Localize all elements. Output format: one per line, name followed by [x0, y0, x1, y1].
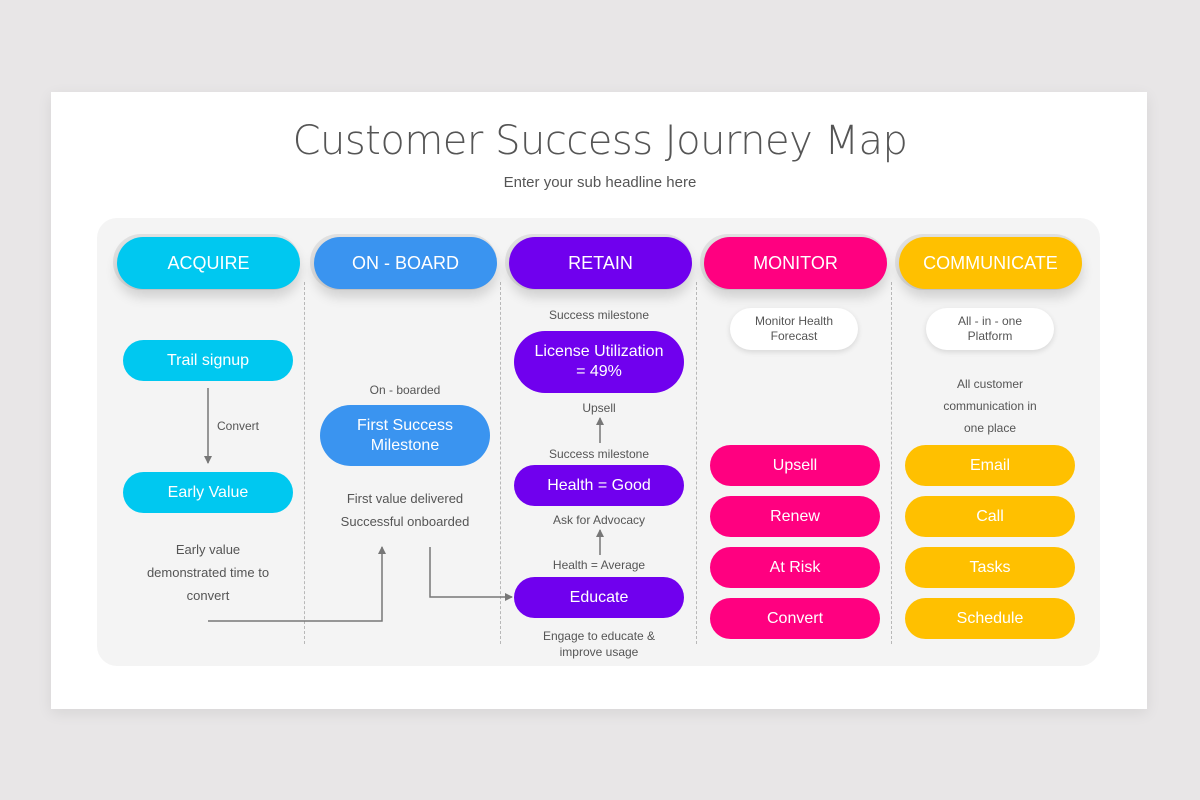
- upsell-label: Upsell: [582, 401, 616, 415]
- stage-header-onboard[interactable]: ON - BOARD: [314, 237, 497, 289]
- column-divider: [696, 282, 697, 644]
- stage-label: COMMUNICATE: [923, 252, 1058, 273]
- tag-line: Platform: [967, 329, 1013, 343]
- communicate-action-tasks[interactable]: Tasks: [905, 547, 1075, 588]
- trail-signup-node[interactable]: Trail signup: [123, 340, 293, 381]
- stage-header-acquire[interactable]: ACQUIRE: [117, 237, 300, 289]
- onboard-description: First value delivered Successful onboard…: [310, 487, 500, 533]
- convert-label: Convert: [216, 419, 260, 433]
- arrow-early-value-to-milestone: [208, 546, 386, 622]
- early-value-node[interactable]: Early Value: [123, 472, 293, 513]
- node-line: License Utilization: [534, 343, 664, 360]
- description-line: one place: [963, 421, 1017, 435]
- stage-header-communicate[interactable]: COMMUNICATE: [899, 237, 1082, 289]
- educate-description: Engage to educate & improve usage: [509, 628, 689, 660]
- tag-line: Forecast: [770, 329, 818, 343]
- description-line: Early value: [175, 542, 241, 557]
- description-line: communication in: [943, 399, 1037, 413]
- stage-label: ON - BOARD: [351, 252, 459, 273]
- column-divider: [500, 282, 501, 644]
- communicate-action-email[interactable]: Email: [905, 445, 1075, 486]
- column-divider: [304, 282, 305, 644]
- communicate-description: All customer communication in one place: [905, 373, 1075, 439]
- educate-node[interactable]: Educate: [514, 577, 684, 618]
- description-line: improve usage: [559, 645, 639, 659]
- monitor-health-forecast-tag: Monitor Health Forecast: [730, 308, 858, 350]
- early-value-description: Early value demonstrated time to convert: [118, 538, 298, 607]
- first-success-milestone-node[interactable]: First Success Milestone: [320, 405, 490, 466]
- success-milestone-label: Success milestone: [548, 447, 650, 461]
- tag-line: Monitor Health: [754, 314, 834, 328]
- description-line: Successful onboarded: [340, 514, 470, 529]
- description-line: All customer: [956, 377, 1024, 391]
- monitor-action-convert[interactable]: Convert: [710, 598, 880, 639]
- node-line: Milestone: [370, 436, 440, 454]
- onboarded-label: On - boarded: [369, 383, 441, 397]
- node-line: First Success: [356, 416, 453, 434]
- health-good-node[interactable]: Health = Good: [514, 465, 684, 506]
- all-in-one-platform-tag: All - in - one Platform: [926, 308, 1054, 350]
- monitor-action-renew[interactable]: Renew: [710, 496, 880, 537]
- description-line: demonstrated time to: [146, 565, 270, 580]
- ask-for-advocacy-label: Ask for Advocacy: [552, 513, 646, 527]
- monitor-action-at-risk[interactable]: At Risk: [710, 547, 880, 588]
- page-title: Customer Success Journey Map: [292, 118, 908, 164]
- tag-line: All - in - one: [957, 314, 1023, 328]
- license-utilization-node[interactable]: License Utilization = 49%: [514, 331, 684, 393]
- success-milestone-label: Success milestone: [548, 308, 650, 322]
- stage-label: MONITOR: [753, 252, 838, 273]
- description-line: Engage to educate &: [542, 629, 656, 643]
- node-line: = 49%: [576, 363, 622, 380]
- column-divider: [891, 282, 892, 644]
- health-average-label: Health = Average: [552, 558, 646, 572]
- arrow-milestone-to-educate: [429, 547, 513, 601]
- communicate-action-schedule[interactable]: Schedule: [905, 598, 1075, 639]
- description-line: First value delivered: [346, 491, 464, 506]
- stage-label: ACQUIRE: [167, 252, 250, 273]
- stage-header-monitor[interactable]: MONITOR: [704, 237, 887, 289]
- communicate-action-call[interactable]: Call: [905, 496, 1075, 537]
- stage-header-retain[interactable]: RETAIN: [509, 237, 692, 289]
- description-line: convert: [186, 588, 230, 603]
- stage-label: RETAIN: [568, 252, 633, 273]
- monitor-action-upsell[interactable]: Upsell: [710, 445, 880, 486]
- page-subtitle: Enter your sub headline here: [503, 174, 697, 191]
